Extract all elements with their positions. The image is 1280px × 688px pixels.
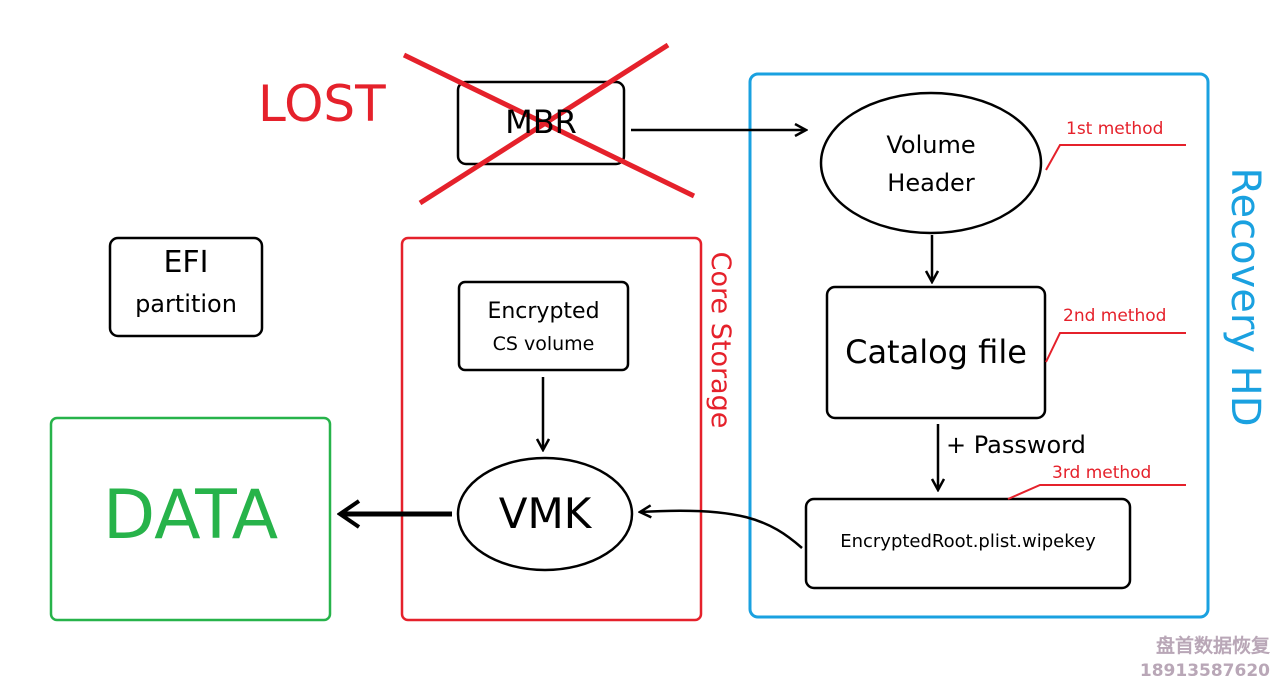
method-2-label: 2nd method — [1063, 306, 1167, 326]
data-box — [49, 416, 332, 622]
wipekey-to-vmk-arrow — [640, 511, 803, 549]
volume-header-ellipse — [819, 91, 1043, 235]
mbr-label: MBR — [505, 103, 577, 141]
password-label: + Password — [946, 431, 1086, 459]
catalog-file-label: Catalog file — [845, 333, 1027, 371]
volume-header-label-line2: Header — [887, 169, 975, 197]
recovery-hd-title: Recovery HD — [1222, 167, 1268, 427]
vmk-ellipse — [456, 456, 634, 572]
cs-volume-label: CS volume — [492, 333, 595, 355]
mbr-cross-stroke — [418, 42, 670, 206]
method-1-label: 1st method — [1066, 119, 1164, 139]
catalog-file-box — [825, 285, 1047, 420]
wipekey-label: EncryptedRoot.plist.wipekey — [840, 531, 1096, 552]
wipekey-box — [804, 497, 1132, 590]
encrypted-label: Encrypted — [487, 299, 600, 324]
encrypted-cs-box — [457, 280, 630, 372]
core-storage-title: Core Storage — [705, 251, 736, 429]
efi-label: EFI — [163, 245, 209, 280]
method-1-callout — [1045, 144, 1186, 171]
watermark-name: 盘首数据恢复 — [1155, 635, 1270, 657]
recovery-hd-container — [748, 72, 1210, 619]
efi-partition-label: partition — [135, 290, 237, 318]
vmk-label: VMK — [498, 489, 592, 538]
efi-box — [108, 236, 264, 338]
mbr-cross-stroke — [402, 52, 696, 199]
volume-header-label: Volume — [886, 131, 976, 159]
mbr-box — [456, 80, 626, 166]
core-storage-container — [400, 236, 703, 622]
method-3-label: 3rd method — [1052, 463, 1152, 483]
method-3-callout — [1007, 484, 1186, 500]
watermark-phone: 18913587620 — [1139, 661, 1270, 681]
data-label: DATA — [102, 476, 279, 555]
lost-label: LOST — [258, 75, 386, 133]
method-2-callout — [1045, 332, 1186, 363]
